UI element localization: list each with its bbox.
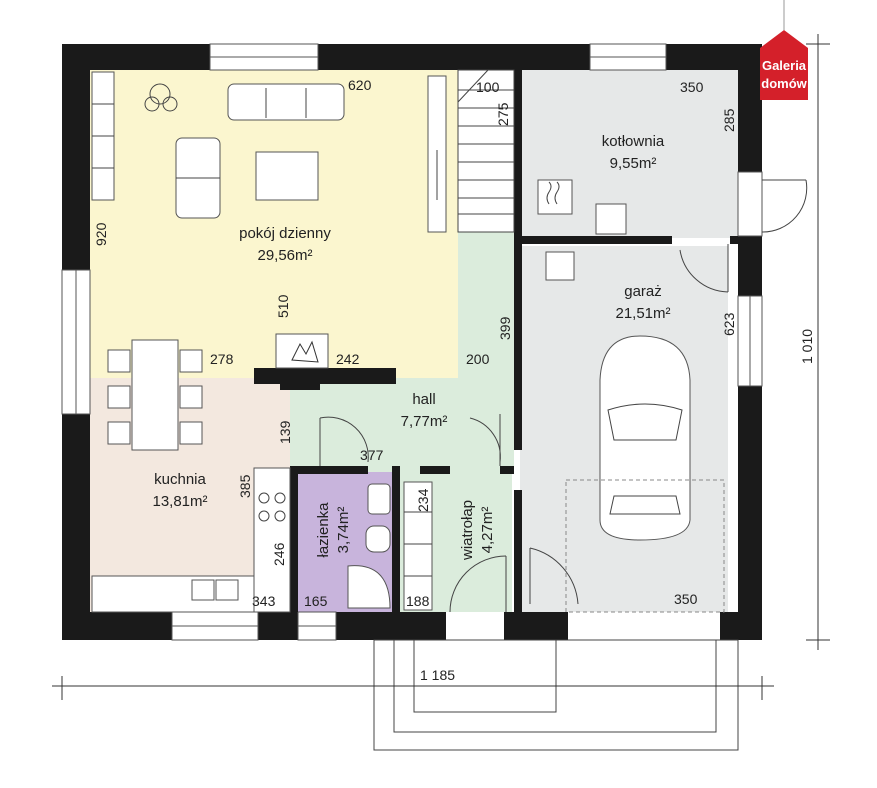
living-room-name: pokój dzienny [239, 225, 331, 242]
car-icon [599, 335, 691, 541]
boiler-fixtures [537, 179, 627, 281]
bathroom-area-label: 3,74m² [335, 507, 352, 554]
staircase [457, 69, 515, 233]
door-swings [319, 179, 808, 613]
kitchen-area-label: 13,81m² [152, 493, 207, 510]
dim-623: 623 [721, 312, 737, 336]
garage-area-label: 21,51m² [615, 305, 670, 322]
logo-line1: Galeria [762, 58, 807, 73]
dim-1010: 1 010 [799, 329, 815, 364]
dim-100: 100 [476, 79, 500, 95]
boiler-room-area-label: 9,55m² [610, 155, 657, 172]
garage-door-outline [565, 479, 725, 613]
logo-line2: domów [761, 76, 807, 91]
hall-area-label: 7,77m² [401, 413, 448, 430]
hall-name: hall [412, 391, 435, 408]
living-room-area-label: 29,56m² [257, 247, 312, 264]
dim-510: 510 [275, 294, 291, 318]
dining-table [107, 339, 203, 451]
interior-walls [254, 70, 738, 612]
garage-name: garaż [624, 283, 662, 300]
bathroom-name: łazienka [315, 502, 332, 558]
dim-242: 242 [336, 351, 360, 367]
kitchen-name: kuchnia [154, 471, 206, 488]
dim-1185: 1 185 [420, 667, 455, 683]
living-room-area [90, 70, 458, 378]
dim-139: 139 [277, 420, 293, 444]
dim-920: 920 [93, 222, 109, 246]
vestibule-name: wiatrołap [459, 500, 476, 561]
dim-278: 278 [210, 351, 234, 367]
dim-385: 385 [237, 474, 253, 498]
dim-275: 275 [495, 102, 511, 126]
kitchen-units [91, 467, 291, 613]
wardrobe [403, 481, 433, 611]
dim-350-top: 350 [680, 79, 704, 95]
dim-377: 377 [360, 447, 384, 463]
dim-399: 399 [497, 316, 513, 340]
dimension-lines [52, 34, 830, 700]
dim-343: 343 [252, 593, 276, 609]
hall-area-lower [290, 378, 514, 472]
fireplace-icon [275, 333, 329, 369]
boiler-room-name: kotłownia [602, 133, 665, 150]
dim-188: 188 [406, 593, 430, 609]
dim-285: 285 [721, 108, 737, 132]
dim-165: 165 [304, 593, 328, 609]
entrance-steps [373, 639, 739, 751]
dim-350-bottom: 350 [674, 591, 698, 607]
galeria-domow-logo: Galeria domów [760, 0, 808, 100]
dim-620: 620 [348, 77, 372, 93]
dim-234: 234 [415, 488, 431, 512]
outer-walls [62, 44, 762, 640]
windows [61, 43, 763, 641]
dim-200: 200 [466, 351, 490, 367]
bathroom-fixtures [347, 483, 391, 609]
vestibule-area-label: 4,27m² [479, 507, 496, 554]
dim-246: 246 [271, 542, 287, 566]
living-furniture [91, 71, 447, 233]
